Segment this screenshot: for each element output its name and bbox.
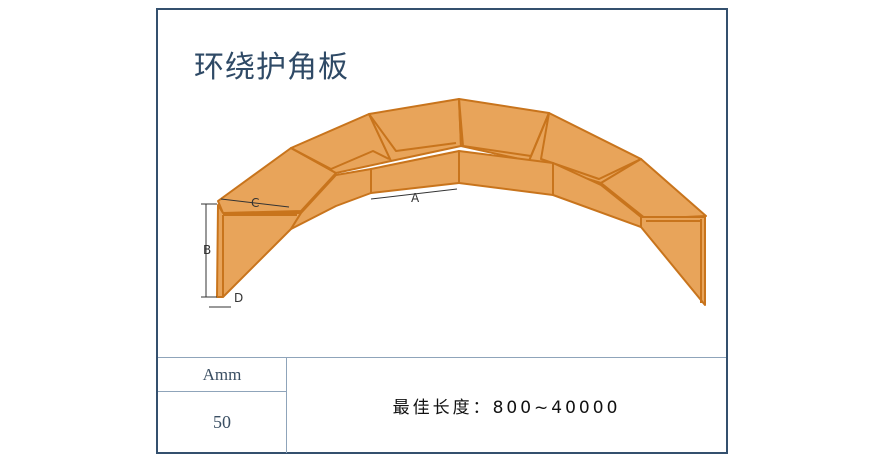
dimension-c-label: C bbox=[251, 196, 259, 210]
spec-table: Amm 50 最佳长度：800~40000 bbox=[158, 357, 726, 453]
dimension-header: Amm bbox=[158, 358, 286, 392]
dimension-a-label: A bbox=[411, 191, 420, 205]
page-title: 环绕护角板 bbox=[194, 50, 349, 85]
corner-board-illustration: B C A D bbox=[201, 98, 707, 308]
dimension-d-label: D bbox=[234, 291, 243, 305]
product-frame: 环绕护角板 bbox=[156, 8, 728, 454]
dimension-column: Amm 50 bbox=[158, 358, 287, 453]
dimension-value: 50 bbox=[213, 412, 231, 432]
length-note: 最佳长度：800~40000 bbox=[392, 398, 621, 418]
dimension-b-label: B bbox=[203, 243, 211, 257]
